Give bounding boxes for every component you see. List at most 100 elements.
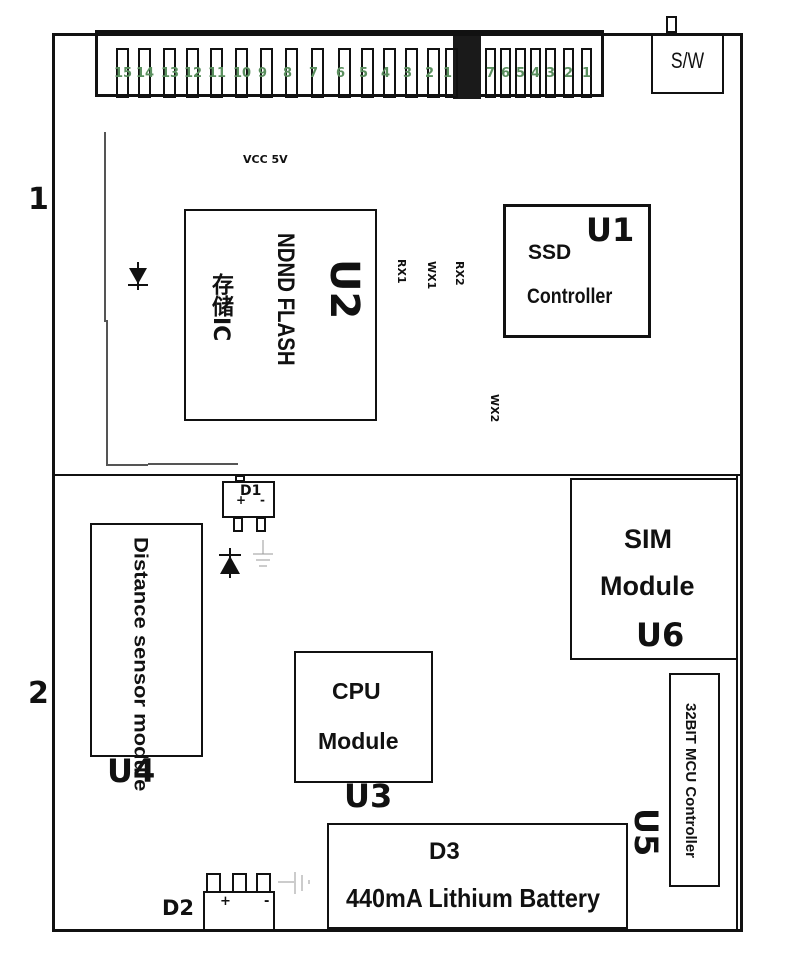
switch-component bbox=[651, 33, 724, 94]
connector-pin bbox=[311, 48, 324, 98]
connector-pin bbox=[500, 48, 511, 98]
u5-ref: U5 bbox=[627, 808, 665, 857]
connector-pin-label: 15 bbox=[114, 66, 133, 81]
connector-pin bbox=[563, 48, 574, 98]
connector-pin bbox=[116, 48, 129, 98]
d1-pin-plus bbox=[233, 517, 243, 532]
connector-pin bbox=[285, 48, 298, 98]
section-label-1: 1 bbox=[28, 182, 49, 217]
u2-ref: U2 bbox=[321, 259, 367, 320]
connector-pin bbox=[515, 48, 526, 98]
u2-title: NDND FLASH bbox=[272, 233, 299, 366]
battery-cell-icon bbox=[278, 872, 310, 894]
u3-title-line2: Module bbox=[318, 728, 399, 754]
section-label-2: 2 bbox=[28, 676, 49, 711]
connector-pin-label: 10 bbox=[233, 66, 252, 81]
d2-pin-2 bbox=[232, 873, 247, 893]
connector-pin bbox=[186, 48, 199, 98]
connector-pin bbox=[445, 48, 458, 98]
connector-pin bbox=[530, 48, 541, 98]
connector-pin-label: 6 bbox=[501, 66, 511, 81]
connector-pin-label: 14 bbox=[136, 66, 155, 81]
u2-flash-chip: U2 NDND FLASH 存储IC bbox=[184, 209, 377, 421]
connector-pin bbox=[405, 48, 418, 98]
connector-pin-label: 1 bbox=[443, 66, 453, 81]
d2-pin-3 bbox=[256, 873, 271, 893]
u2-subtitle: 存储IC bbox=[208, 273, 233, 342]
u3-ref: U3 bbox=[344, 777, 393, 815]
switch-actuator bbox=[666, 16, 677, 33]
pcb-board-outline bbox=[52, 33, 743, 932]
connector-pin bbox=[210, 48, 223, 98]
connector-pin-label: 1 bbox=[582, 66, 592, 81]
connector-pin bbox=[260, 48, 273, 98]
d1-component: D1 + - bbox=[222, 481, 275, 518]
d2-plus: + bbox=[220, 894, 231, 909]
d1-pin-minus bbox=[256, 517, 266, 532]
connector-pin-label: 4 bbox=[531, 66, 541, 81]
signal-rx1: RX1 bbox=[395, 259, 408, 284]
u5-title: 32BIT MCU Controller bbox=[682, 703, 699, 859]
u3-title-line1: CPU bbox=[332, 678, 381, 704]
connector-pin bbox=[163, 48, 176, 98]
diode-icon bbox=[128, 262, 148, 290]
diode-icon bbox=[219, 548, 241, 578]
connector-pin-label: 3 bbox=[546, 66, 556, 81]
signal-wx1: WX1 bbox=[425, 261, 438, 290]
connector-pin bbox=[383, 48, 396, 98]
d2-component: + - bbox=[203, 891, 275, 931]
u1-title-line2: Controller bbox=[527, 285, 613, 308]
connector-pin bbox=[485, 48, 496, 98]
d2-minus: - bbox=[264, 894, 270, 909]
power-wire-bottom-2 bbox=[148, 463, 238, 465]
u6-title-line1: SIM bbox=[624, 524, 673, 554]
d1-minus: - bbox=[260, 493, 265, 507]
d3-ref: D3 bbox=[429, 838, 460, 865]
connector-pin-label: 12 bbox=[184, 66, 203, 81]
connector-pin bbox=[338, 48, 351, 98]
u5-mcu-controller: 32BIT MCU Controller bbox=[669, 673, 720, 887]
connector-pin-label: 4 bbox=[381, 66, 391, 81]
power-wire-upper bbox=[104, 132, 106, 322]
connector-pin-label: 2 bbox=[564, 66, 574, 81]
connector-pin bbox=[138, 48, 151, 98]
signal-rx2: RX2 bbox=[453, 261, 466, 286]
u1-ref: U1 bbox=[586, 211, 635, 249]
power-wire-lower bbox=[106, 320, 108, 466]
power-wire-bottom bbox=[106, 464, 148, 466]
u1-title-line1: SSD bbox=[528, 241, 572, 264]
vcc-label: VCC 5V bbox=[243, 153, 288, 166]
u1-ssd-controller: U1 SSD Controller bbox=[503, 204, 651, 338]
section-divider bbox=[52, 474, 743, 476]
connector-pin-label: 7 bbox=[486, 66, 496, 81]
d1-plus: + bbox=[236, 493, 247, 507]
signal-wx2: WX2 bbox=[488, 394, 501, 423]
connector-pin-label: 5 bbox=[359, 66, 369, 81]
u6-title-line2: Module bbox=[600, 571, 695, 601]
board-edge-line bbox=[736, 476, 738, 932]
u4-title: Distance sensor module bbox=[130, 537, 153, 792]
d3-lithium-battery: D3 440mA Lithium Battery bbox=[327, 823, 628, 929]
connector-pin-label: 13 bbox=[161, 66, 180, 81]
connector-pin bbox=[235, 48, 248, 98]
connector-pin bbox=[427, 48, 440, 98]
connector-pin-label: 3 bbox=[403, 66, 413, 81]
u4-ref: U4 bbox=[107, 752, 156, 790]
connector-pin bbox=[361, 48, 374, 98]
d1-ref: D1 bbox=[240, 483, 262, 499]
connector-pin-label: 7 bbox=[309, 66, 319, 81]
u6-ref: U6 bbox=[636, 616, 685, 654]
d2-ref: D2 bbox=[162, 896, 195, 920]
connector-pin bbox=[545, 48, 556, 98]
connector-pin-label: 5 bbox=[516, 66, 526, 81]
connector-pin-label: 8 bbox=[283, 66, 293, 81]
d2-pin-1 bbox=[206, 873, 221, 893]
ground-icon bbox=[253, 540, 273, 567]
d3-title: 440mA Lithium Battery bbox=[346, 883, 600, 913]
connector-pin-label: 9 bbox=[258, 66, 268, 81]
u6-sim-module: SIM Module U6 bbox=[570, 478, 738, 660]
connector-pin-label: 6 bbox=[336, 66, 346, 81]
connector-pin bbox=[581, 48, 592, 98]
u3-cpu-module: CPU Module bbox=[294, 651, 433, 783]
